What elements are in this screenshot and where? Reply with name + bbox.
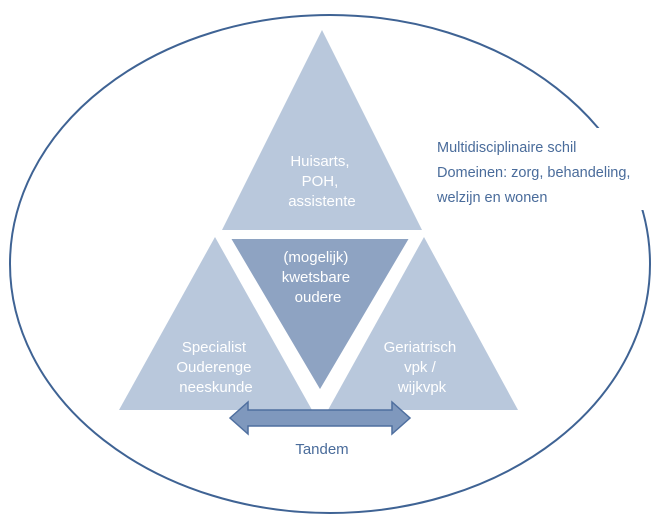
top-triangle-line: assistente (288, 193, 356, 210)
side-label: Multidisciplinaire schil Domeinen: zorg,… (436, 140, 635, 206)
right-triangle-line: Geriatrisch (384, 339, 457, 356)
left-triangle (119, 237, 312, 410)
side-label-background (425, 128, 665, 210)
side-label-line: welzijn en wonen (436, 190, 547, 206)
center-triangle-label: (mogelijk) kwetsbare oudere (282, 249, 355, 306)
top-triangle-line: Huisarts, (290, 153, 349, 170)
top-triangle (222, 30, 422, 230)
top-triangle-label: Huisarts, POH, assistente (288, 153, 356, 210)
center-triangle-line: kwetsbare (282, 269, 350, 286)
right-triangle-label: Geriatrisch vpk / wijkvpk (384, 339, 461, 396)
top-triangle-line: POH, (302, 173, 339, 190)
side-label-line: Multidisciplinaire schil (437, 140, 576, 156)
left-triangle-line: neeskunde (179, 379, 252, 396)
right-triangle-line: vpk / (404, 359, 437, 376)
double-arrow-icon (228, 400, 412, 436)
center-triangle-line: oudere (295, 289, 342, 306)
center-triangle (224, 235, 416, 397)
left-triangle-line: Ouderenge (176, 359, 251, 376)
left-triangle-label: Specialist Ouderenge neeskunde (176, 339, 255, 396)
left-triangle-line: Specialist (182, 339, 247, 356)
center-triangle-line: (mogelijk) (283, 249, 348, 266)
tandem-label: Tandem (295, 441, 348, 458)
right-triangle-line: wijkvpk (397, 379, 447, 396)
right-triangle (328, 237, 518, 410)
side-label-line: Domeinen: zorg, behandeling, (437, 165, 630, 181)
